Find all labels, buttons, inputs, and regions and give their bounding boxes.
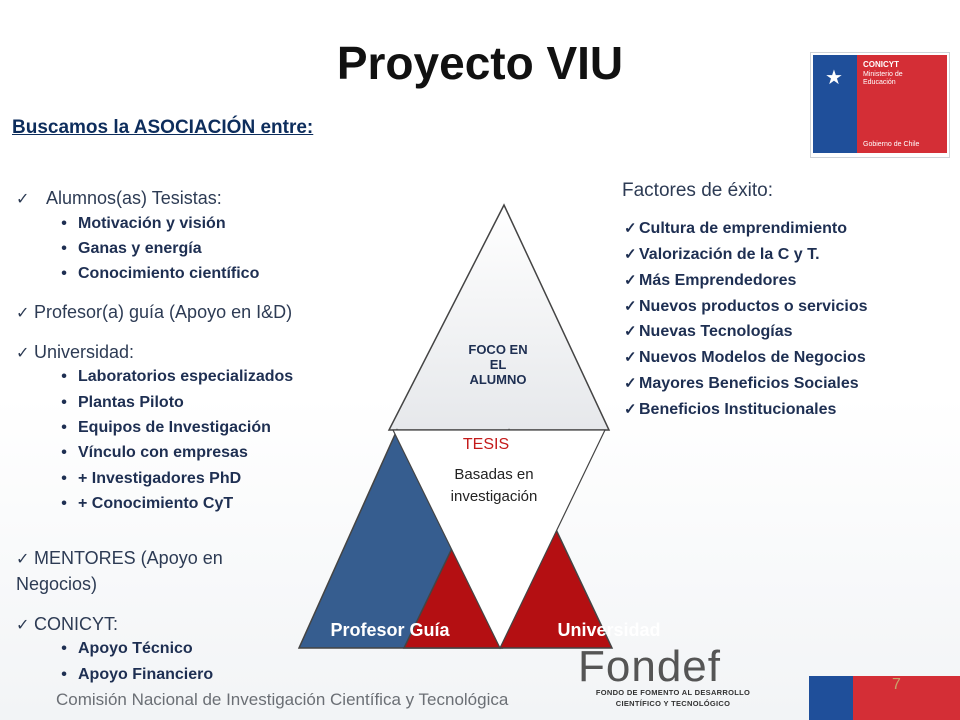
check-icon: ✓ <box>16 551 30 568</box>
universidad-label: Universidad <box>557 620 661 640</box>
sub-item: •Conocimiento científico <box>61 265 260 282</box>
check-icon: ✓ <box>16 191 30 208</box>
factors-heading: Factores de éxito: <box>622 180 774 201</box>
check-icon: ✓ <box>624 298 637 315</box>
fondef-line2: CIENTÍFICO Y TECNOLÓGICO <box>615 699 731 708</box>
check-icon: ✓ <box>624 272 637 289</box>
sub-item: •Apoyo Financiero <box>61 666 214 683</box>
sub-item: •Laboratorios especializados <box>61 368 294 385</box>
sub-item: •Ganas y energía <box>61 240 202 257</box>
footer-flag-red <box>853 676 960 720</box>
sub-item: •+ Investigadores PhD <box>61 470 242 487</box>
fondef-word: Fondef <box>578 642 721 691</box>
check-icon: ✓ <box>624 401 637 418</box>
item-conicyt: ✓CONICYT: <box>16 613 118 637</box>
check-icon: ✓ <box>624 375 637 392</box>
check-icon: ✓ <box>16 305 30 322</box>
item-profesor: ✓Profesor(a) guía (Apoyo en I&D) <box>16 301 292 325</box>
factor-item: ✓Cultura de emprendimiento <box>624 220 848 237</box>
footer-flag-blue <box>809 676 853 720</box>
check-icon: ✓ <box>624 323 637 340</box>
triangle-diagram <box>297 203 614 650</box>
sub-item: •Vínculo con empresas <box>61 444 248 461</box>
top-segment <box>387 203 611 431</box>
association-heading: Buscamos la ASOCIACIÓN entre: <box>12 117 314 138</box>
profesor-guia-label: Profesor Guía <box>330 620 450 640</box>
factor-item: ✓Beneficios Institucionales <box>624 401 837 418</box>
factor-item: ✓Nuevos Modelos de Negocios <box>624 349 866 366</box>
check-icon: ✓ <box>16 345 30 362</box>
sub-item: •Motivación y visión <box>61 215 226 232</box>
fondef-line1: FONDO DE FOMENTO AL DESARROLLO <box>595 688 751 697</box>
check-icon: ✓ <box>624 349 637 366</box>
conicyt-logo: ★ CONICYT Ministerio de Educación Gobier… <box>810 52 950 158</box>
star-icon: ★ <box>825 67 843 89</box>
slide-title: Proyecto VIU <box>336 37 624 89</box>
tesis-desc: Basadas en investigación <box>450 466 538 505</box>
factor-item: ✓Valorización de la C y T. <box>624 246 820 263</box>
factor-item: ✓Nuevos productos o servicios <box>624 298 868 315</box>
fondef-logo: Fondef FONDO DE FOMENTO AL DESARROLLO CI… <box>578 642 768 710</box>
item-mentores-line2: Negocios) <box>16 574 98 594</box>
sub-item: •Apoyo Técnico <box>61 640 193 657</box>
factor-item: ✓Mayores Beneficios Sociales <box>624 375 859 392</box>
factor-item: ✓Nuevas Tecnologías <box>624 323 793 340</box>
logo-brand: CONICYT <box>863 60 899 69</box>
check-icon: ✓ <box>624 246 637 263</box>
sub-item: •Plantas Piloto <box>61 394 184 411</box>
check-icon: ✓ <box>624 220 637 237</box>
logo-ministry-1: Ministerio de <box>863 71 903 78</box>
sub-item: •Equipos de Investigación <box>61 419 271 436</box>
item-alumnos: ✓Alumnos(as) Tesistas: <box>16 187 222 211</box>
footer-institution: Comisión Nacional de Investigación Cient… <box>56 690 509 709</box>
logo-ministry-2: Educación <box>863 79 896 86</box>
factor-item: ✓Más Emprendedores <box>624 272 797 289</box>
center-segment <box>392 429 606 650</box>
item-mentores: ✓MENTORES (Apoyo en <box>16 547 223 571</box>
focus-label: FOCO EN EL ALUMNO <box>468 342 528 387</box>
page-number: 7 <box>892 676 901 693</box>
logo-gov: Gobierno de Chile <box>863 141 920 148</box>
tesis-title: TESIS <box>462 436 510 453</box>
check-icon: ✓ <box>16 617 30 634</box>
sub-item: •+ Conocimiento CyT <box>61 495 234 512</box>
item-universidad: ✓Universidad: <box>16 341 134 365</box>
